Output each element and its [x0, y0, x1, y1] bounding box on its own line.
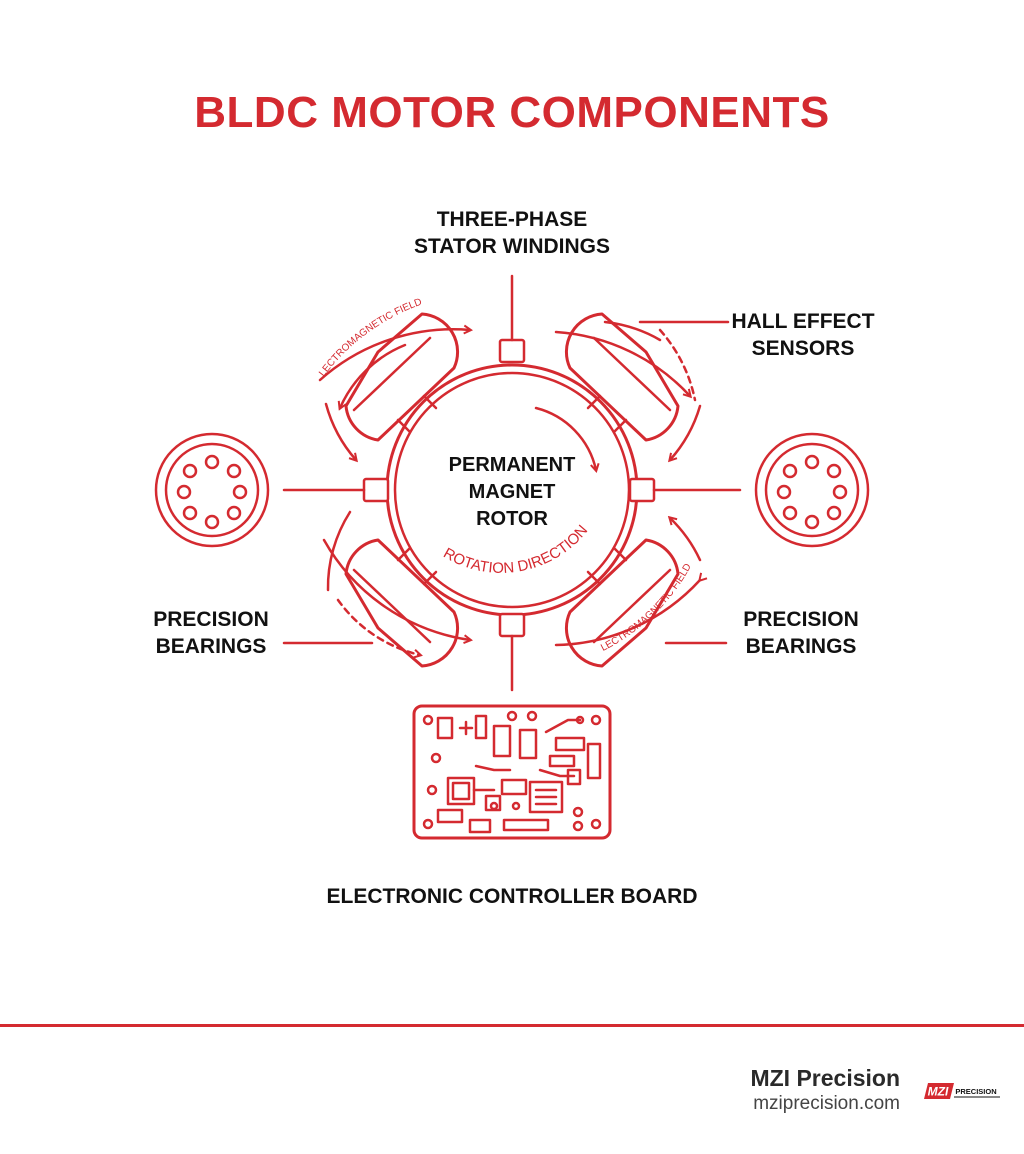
stator-segment-top-right: [564, 312, 680, 442]
brand-name: MZI Precision: [750, 1065, 900, 1091]
sensor-top: [498, 338, 526, 364]
sensor-left: [362, 477, 390, 503]
rotation-arrow: [534, 406, 596, 470]
stator-segment-top-left: [344, 312, 460, 442]
electromagnetic-fields-label-bottom: ELECTROMAGNETIC FIELDS: [0, 0, 694, 654]
svg-text:PRECISION: PRECISION: [955, 1087, 996, 1096]
field-arrow-top-left-outer: [318, 329, 470, 382]
field-arrow-left-side: [324, 402, 356, 460]
controller-board-label: ELECTRONIC CONTROLLER BOARD: [326, 885, 698, 908]
field-arrow-bottom-right-outer: [554, 580, 700, 647]
field-arrow-hall-dashed: [658, 328, 697, 402]
field-arrow-bottom-left-outer: [322, 538, 470, 640]
field-arrow-top-left-inner: [340, 343, 407, 408]
field-arrow-top-right-inner: [603, 320, 662, 342]
stator-segment-bottom-right: [564, 538, 680, 668]
brand-block: MZI Precision mziprecision.com: [750, 1064, 900, 1116]
field-arrow-top-right-outer: [554, 330, 690, 396]
stator-segment-bottom-left: [344, 538, 460, 668]
footer-divider: [0, 1024, 1024, 1027]
controller-board-icon: [412, 704, 612, 840]
electromagnetic-fields-label-top: ELECTROMAGNETIC FIELDS: [0, 0, 423, 379]
field-arrow-bottom-left-inner: [326, 510, 352, 592]
bearing-left-icon: [154, 432, 270, 548]
field-arrow-right-side: [670, 404, 702, 460]
field-arrow-bottom-right-side: [670, 518, 702, 562]
bearing-right-icon: [754, 432, 870, 548]
brand-url: mziprecision.com: [753, 1093, 900, 1114]
sensor-right: [628, 477, 656, 503]
svg-text:MZI: MZI: [928, 1085, 949, 1099]
page-title: BLDC MOTOR COMPONENTS: [194, 88, 830, 137]
brand-logo-icon: MZI PRECISION: [924, 1083, 1000, 1099]
field-arrow-bottom-left-dashed: [336, 598, 420, 655]
sensor-bottom: [498, 612, 526, 638]
